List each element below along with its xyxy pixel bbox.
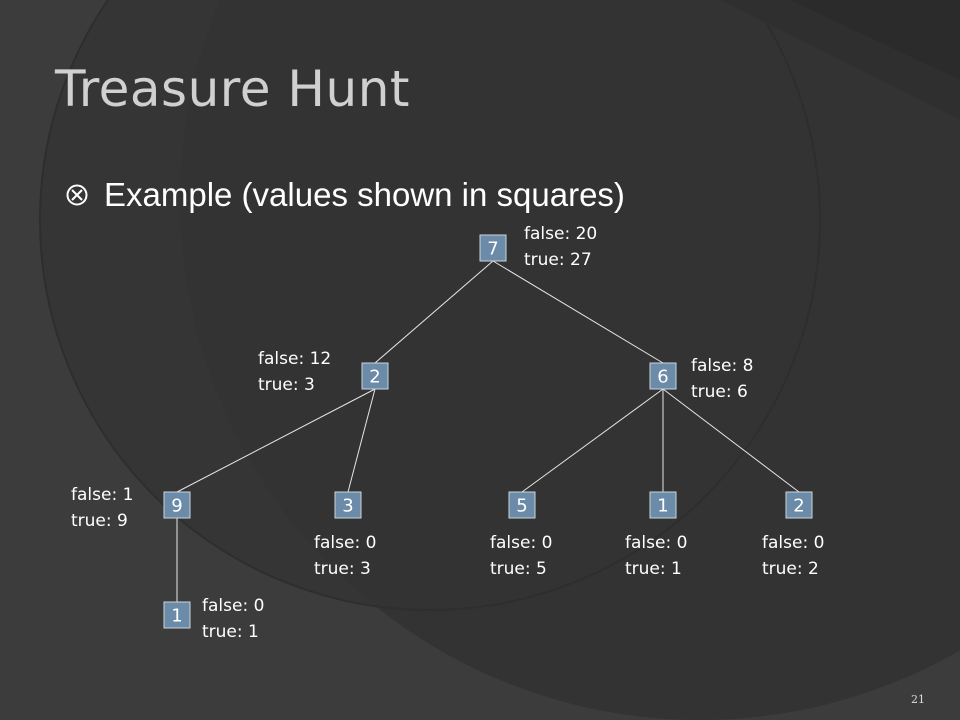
node-info-n3: false: 0 true: 3 (314, 530, 376, 582)
tree-node-n5: 5 (508, 491, 536, 519)
node-square (163, 491, 191, 519)
node-false-value: false: 0 (202, 596, 265, 616)
node-false-value: false: 1 (71, 485, 134, 505)
tree-edge-n7-n6 (492, 260, 664, 364)
node-info-n2: false: 12 true: 3 (258, 346, 331, 398)
node-true-value: true: 6 (691, 382, 748, 402)
node-true-value: true: 3 (314, 559, 371, 579)
node-true-value: true: 27 (524, 250, 592, 270)
node-false-value: false: 0 (314, 533, 377, 553)
node-square (785, 491, 813, 519)
node-false-value: false: 12 (258, 349, 332, 369)
node-false-value: false: 0 (762, 533, 825, 553)
tree-node-n2b: 2 (785, 491, 813, 519)
node-info-n6: false: 8 true: 6 (691, 353, 753, 405)
node-info-n2b: false: 0 true: 2 (762, 530, 824, 582)
tree-node-n2: 2 (361, 362, 389, 390)
background-circle-left-outline (39, 0, 821, 611)
node-true-value: true: 2 (762, 559, 819, 579)
node-square (649, 491, 677, 519)
bullet-text: Example (values shown in squares) (104, 176, 625, 213)
node-value: 2 (369, 367, 380, 388)
node-value: 6 (657, 367, 668, 388)
background-corner-stripe-2 (790, 0, 960, 80)
slide-title: Treasure Hunt (55, 60, 410, 118)
tree-nodes: 7 2 6 9 3 5 1 2 1 (163, 234, 813, 629)
node-true-value: true: 3 (258, 375, 315, 395)
node-true-value: true: 5 (490, 559, 547, 579)
node-square (649, 362, 677, 390)
tree-edge-n2-n9 (176, 388, 376, 493)
node-false-value: false: 0 (625, 533, 688, 553)
node-value: 1 (171, 606, 182, 627)
tree-edge-n6-n2b (662, 388, 800, 493)
node-false-value: false: 8 (691, 356, 754, 376)
tree-node-n7: 7 (479, 234, 507, 262)
node-info-n1b: false: 0 true: 1 (202, 593, 264, 645)
node-info-n5: false: 0 true: 5 (490, 530, 552, 582)
tree-node-n6: 6 (649, 362, 677, 390)
node-value: 5 (516, 496, 527, 517)
tree-edge-n7-n2 (374, 260, 494, 364)
node-info-n1a: false: 0 true: 1 (625, 530, 687, 582)
tree-edge-n2-n3 (347, 388, 376, 493)
node-true-value: true: 9 (71, 511, 128, 531)
node-value: 2 (793, 496, 804, 517)
node-square (334, 491, 362, 519)
circled-cross-bullet-icon (66, 184, 88, 206)
page-number: 21 (911, 693, 925, 706)
bullet-item: Example (values shown in squares) (66, 176, 625, 214)
node-false-value: false: 20 (524, 224, 598, 244)
node-value: 1 (657, 496, 668, 517)
tree-node-n1a: 1 (649, 491, 677, 519)
node-value: 3 (342, 496, 353, 517)
tree-node-n9: 9 (163, 491, 191, 519)
tree-node-n3: 3 (334, 491, 362, 519)
tree-node-n1b: 1 (163, 601, 191, 629)
node-info-n7: false: 20 true: 27 (524, 221, 597, 273)
tree-edges (176, 260, 800, 602)
tree-edge-n6-n5 (521, 388, 664, 493)
node-true-value: true: 1 (202, 622, 259, 642)
background-circle-right (180, 0, 960, 720)
node-value: 9 (171, 496, 182, 517)
node-square (163, 601, 191, 629)
node-square (361, 362, 389, 390)
node-false-value: false: 0 (490, 533, 553, 553)
node-true-value: true: 1 (625, 559, 682, 579)
node-value: 7 (487, 239, 498, 260)
node-square (508, 491, 536, 519)
node-square (479, 234, 507, 262)
node-info-n9: false: 1 true: 9 (71, 482, 133, 534)
